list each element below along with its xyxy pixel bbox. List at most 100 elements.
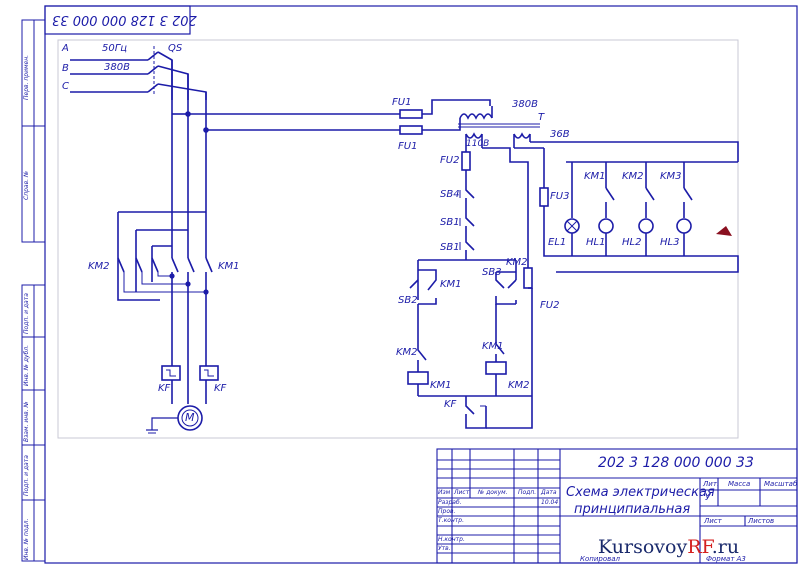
fuse-fu2-ctrl [461, 151, 471, 171]
v110-label: 110В [466, 139, 490, 149]
phase-a-label: A [62, 43, 69, 54]
transformer-primary [459, 113, 493, 120]
button-sb2 [409, 279, 419, 289]
row-nkontr: Н.контр. [438, 536, 465, 543]
kf-ctrl-label: KF [444, 399, 457, 410]
hl3-label: HL3 [660, 237, 680, 248]
button-sb1a [465, 214, 475, 238]
row-prov: Пров. [438, 508, 456, 515]
format-label: Формат A3 [706, 555, 746, 563]
km2-contact-label: KM2 [506, 257, 528, 268]
phase-b-label: B [62, 63, 69, 74]
fu1-bottom-label: FU1 [398, 141, 418, 152]
fu1-top-label: FU1 [392, 97, 412, 108]
row-tkontr: Т.контр. [438, 517, 465, 524]
lit-label: Лит. [703, 480, 720, 488]
el1-label: EL1 [548, 237, 567, 248]
col-doc: № докум. [478, 489, 508, 496]
side-stamp-1: Инв. № подл. [23, 518, 30, 560]
kopiroval-label: Копировал [580, 555, 620, 563]
sb2-label: SB2 [398, 295, 418, 306]
lit-value: У [705, 493, 711, 503]
power-contactors [117, 211, 213, 380]
hl2-label: HL2 [622, 237, 642, 248]
lamp-hl2 [638, 218, 654, 234]
km2-coil-label: KM2 [508, 380, 530, 391]
km3-lamp-label: KM3 [660, 171, 682, 182]
doc-code: 202 3 128 000 000 33 [598, 455, 754, 471]
motor-section [146, 365, 219, 434]
km2-nc-label: KM2 [396, 347, 418, 358]
watermark-part2: RF [687, 536, 712, 558]
fuse-fu1-top [399, 109, 423, 119]
button-sb4 [465, 186, 475, 214]
button-sb1b [465, 238, 475, 260]
side-stamp-2: Подп. и дата [23, 455, 30, 496]
coil-km1 [407, 371, 429, 385]
fu2-ctrl-label: FU2 [440, 155, 460, 166]
side-stamp-column [21, 19, 46, 562]
contact-km1-hold [418, 269, 437, 305]
sb3-label: SB3 [482, 267, 502, 278]
sheets-label: Листов [748, 517, 775, 525]
date-value: 10.04 [541, 499, 559, 506]
km1-lamp-label: KM1 [584, 171, 606, 182]
thermal-relay-right [199, 365, 219, 381]
side-stamp-6: Справ. № [23, 170, 30, 200]
coil-km2 [485, 361, 507, 375]
lamp-hl1 [598, 218, 614, 234]
control-circuit [407, 147, 533, 429]
transformer-label: T [538, 112, 545, 123]
contact-km2-nc [417, 345, 427, 372]
km1-contact-label: KM1 [440, 279, 462, 290]
drawing-area-border [57, 39, 739, 439]
watermark-part1: Kursovoy [598, 536, 688, 558]
watermark: KursovoyRF.ru [598, 536, 739, 558]
contact-kf [465, 396, 487, 429]
fuse-fu1-bottom [399, 125, 423, 135]
km1-nc-label: KM1 [482, 341, 504, 352]
side-stamp-7: Перв. примен. [23, 54, 30, 100]
km1-coil-label: KM1 [430, 380, 452, 391]
fuse-fu3 [539, 187, 549, 207]
transformer-secondary-36 [513, 132, 531, 139]
pin-mark [716, 226, 732, 236]
transformer-feed [172, 99, 739, 162]
sb1b-label: SB1 [440, 242, 460, 253]
motor-label: M [185, 411, 195, 424]
lamp-circuit [514, 147, 739, 273]
button-sb3 [507, 279, 517, 304]
scale-label: Масштаб [764, 480, 798, 488]
freq-label: 50Гц [102, 43, 128, 54]
contact-km1-nc [495, 340, 505, 362]
top-code: 202 3 128 000 000 33 [52, 12, 197, 27]
thermal-relay-left [161, 365, 181, 381]
side-stamp-3: Взам. инв. № [23, 401, 30, 442]
col-sign: Подп. [518, 489, 537, 496]
row-razrab: Разраб. [438, 499, 462, 506]
kf-left-label: KF [158, 383, 171, 394]
kf-right-label: KF [214, 383, 227, 394]
km2-power-label: KM2 [88, 261, 110, 272]
side-stamp-5: Подп. и дата [23, 293, 30, 334]
v36-label: 36В [550, 129, 570, 140]
title-line2: принципиальная [574, 502, 691, 517]
col-list: Лист [454, 489, 470, 496]
watermark-part3: .ru [711, 536, 740, 558]
hl1-label: HL1 [586, 237, 606, 248]
title-block-grid [436, 448, 798, 564]
fuse-fu2-right [523, 267, 533, 289]
title-line1: Схема электрическая [566, 485, 715, 500]
mass-label: Масса [728, 480, 751, 488]
row-utv: Утв. [438, 545, 451, 552]
fu2-right-label: FU2 [540, 300, 560, 311]
sheet-label: Лист [704, 517, 722, 525]
transformer-input-label: 380В [512, 99, 538, 110]
sb4-label: SB4 [440, 189, 460, 200]
col-izm: Изм [438, 489, 451, 496]
fu3-label: FU3 [550, 191, 570, 202]
km1-power-label: KM1 [218, 261, 240, 272]
sb1a-label: SB1 [440, 217, 460, 228]
